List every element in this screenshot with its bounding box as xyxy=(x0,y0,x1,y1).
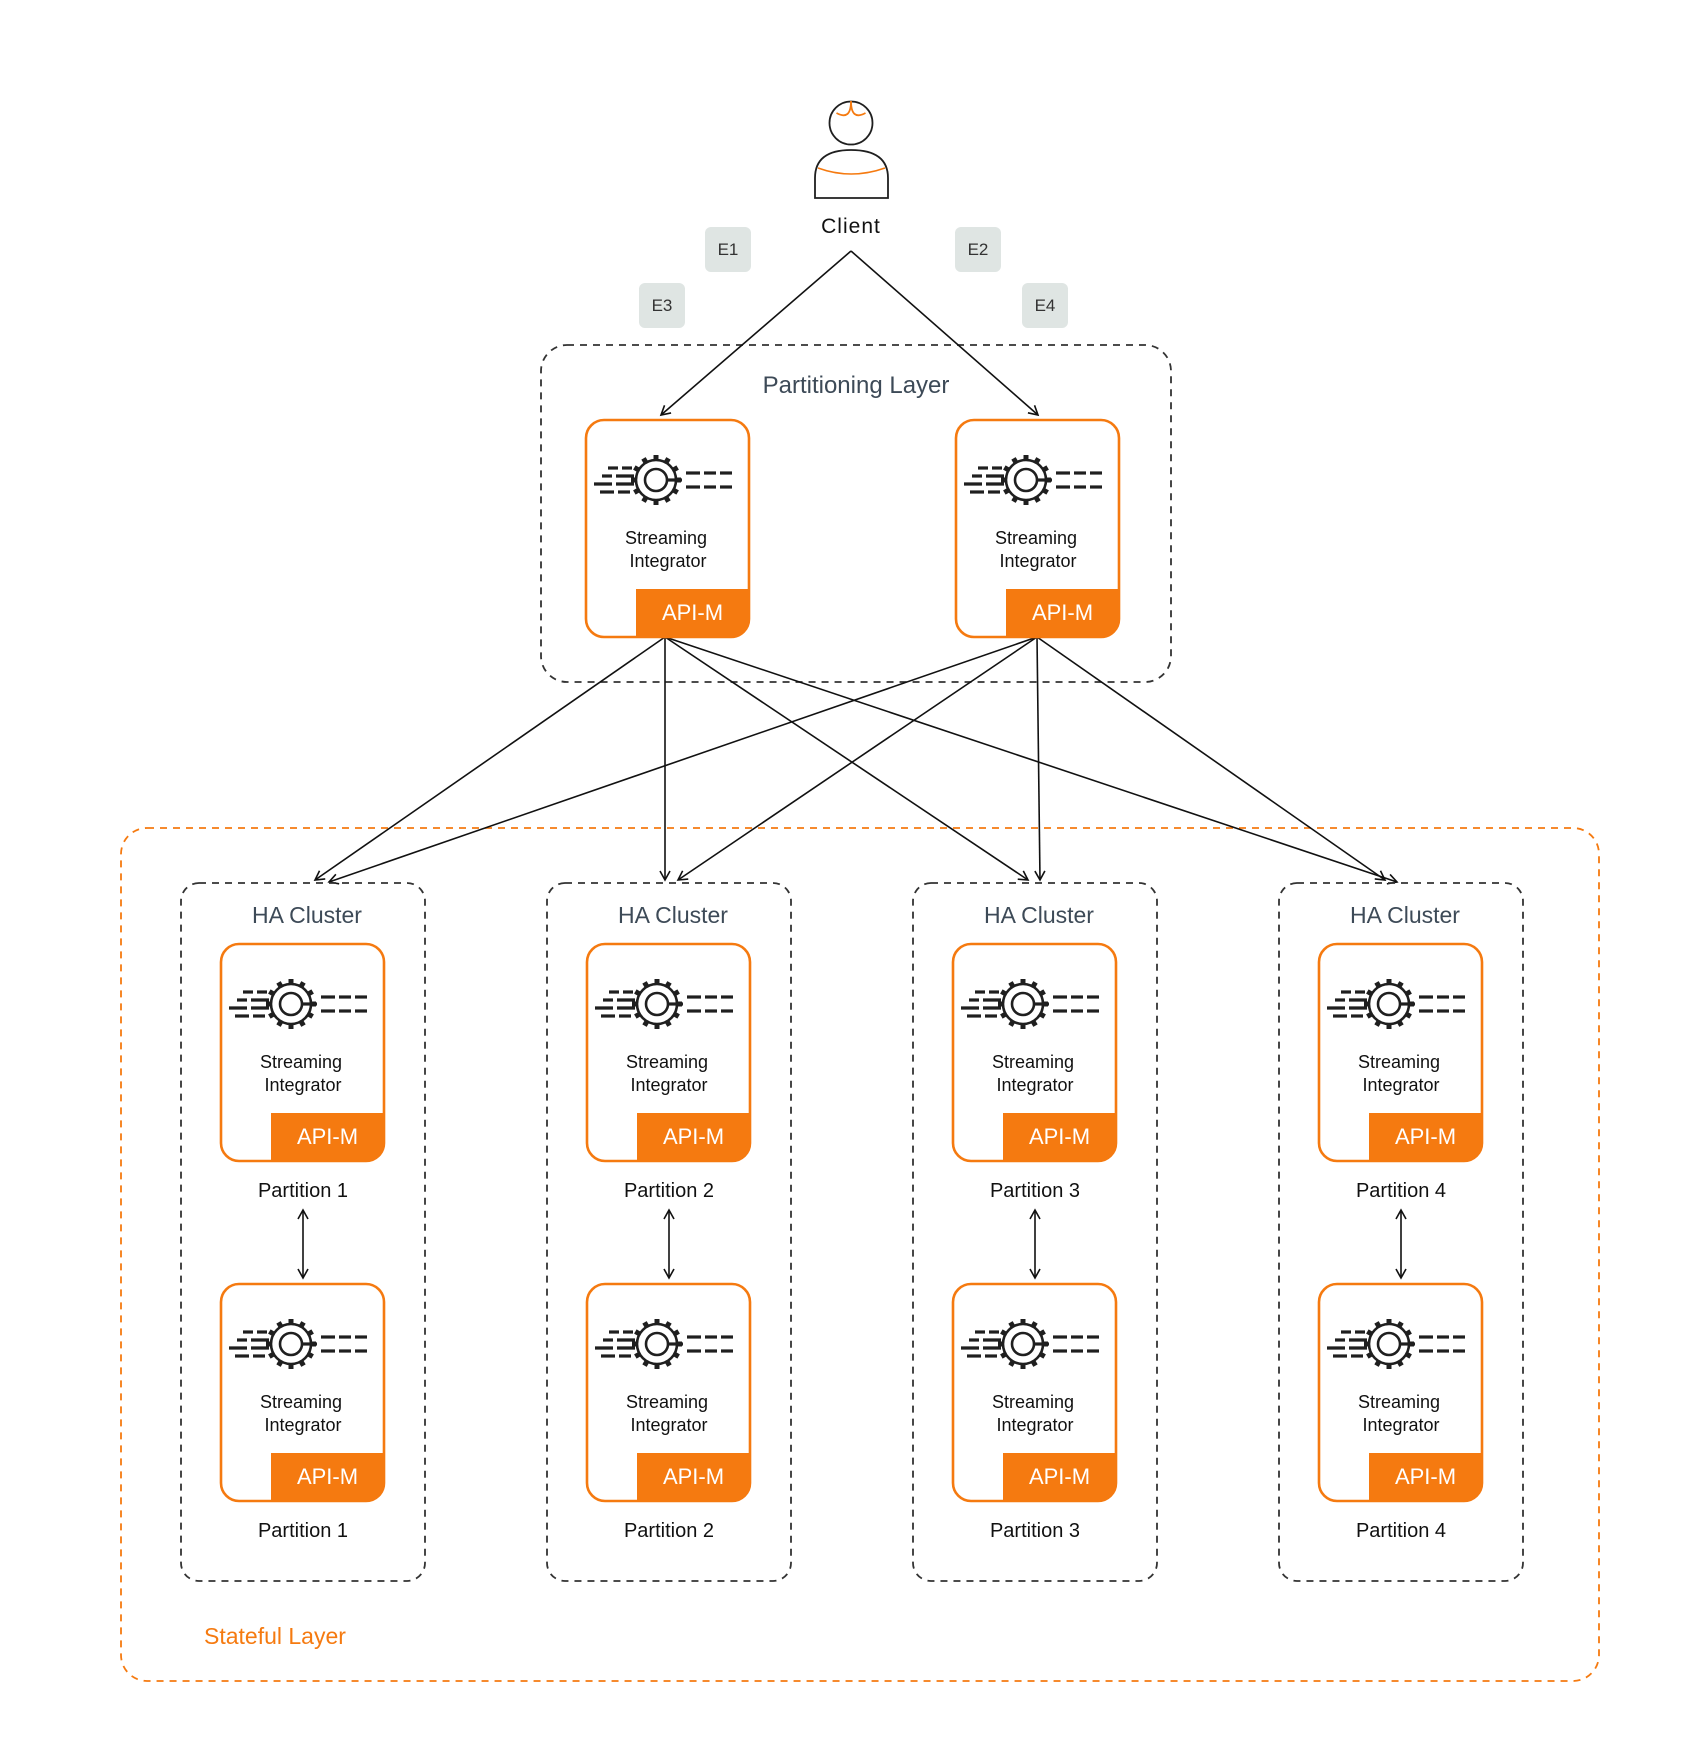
partitioning-layer-boundary xyxy=(540,344,1172,683)
api-m-badge: API-M xyxy=(663,1124,724,1149)
ha-cluster-title: HA Cluster xyxy=(252,902,362,928)
node-title-line1: Streaming xyxy=(260,1392,342,1412)
node-title-line1: Streaming xyxy=(992,1052,1074,1072)
api-m-badge: API-M xyxy=(1029,1124,1090,1149)
ha-cluster-title: HA Cluster xyxy=(618,902,728,928)
partition-label: Partition 1 xyxy=(258,1180,348,1202)
node-title-line1: Streaming xyxy=(625,528,707,548)
api-m-badge: API-M xyxy=(1029,1464,1090,1489)
node-title-line2: Integrator xyxy=(1362,1415,1439,1435)
router-2-to-cluster-3 xyxy=(1034,636,1046,882)
router-1-to-cluster-1 xyxy=(313,636,666,881)
api-m-badge: API-M xyxy=(662,600,723,625)
node-title-line2: Integrator xyxy=(630,1415,707,1435)
router-2-to-cluster-4 xyxy=(1036,636,1387,881)
router-1-to-cluster-3 xyxy=(664,636,1030,881)
api-m-badge: API-M xyxy=(297,1464,358,1489)
api-m-badge: API-M xyxy=(297,1124,358,1149)
node-title-line1: Streaming xyxy=(992,1392,1074,1412)
partition-label: Partition 3 xyxy=(990,1520,1080,1542)
node-title-line1: Streaming xyxy=(626,1392,708,1412)
api-m-badge: API-M xyxy=(1395,1124,1456,1149)
stateful-layer-boundary xyxy=(120,827,1600,1682)
api-m-badge: API-M xyxy=(663,1464,724,1489)
person-icon xyxy=(814,100,889,199)
ha-cluster-title: HA Cluster xyxy=(984,902,1094,928)
node-title-line1: Streaming xyxy=(626,1052,708,1072)
svg-text:E1: E1 xyxy=(718,240,739,259)
connection-lines xyxy=(313,250,1399,885)
partitioning-layer-title: Partitioning Layer xyxy=(763,372,950,399)
ha-cluster-title: HA Cluster xyxy=(1350,902,1460,928)
node-title-line2: Integrator xyxy=(996,1075,1073,1095)
partition-label: Partition 1 xyxy=(258,1520,348,1542)
svg-text:E3: E3 xyxy=(652,296,673,315)
router-2-to-cluster-2 xyxy=(676,636,1038,881)
node-title-line2: Integrator xyxy=(630,1075,707,1095)
partition-label: Partition 4 xyxy=(1356,1520,1446,1542)
partition-label: Partition 4 xyxy=(1356,1180,1446,1202)
svg-text:E2: E2 xyxy=(968,240,989,259)
node-title-line2: Integrator xyxy=(264,1415,341,1435)
router-2-to-cluster-1 xyxy=(327,636,1038,885)
node-title-line2: Integrator xyxy=(996,1415,1073,1435)
api-m-badge: API-M xyxy=(1032,600,1093,625)
partition-label: Partition 3 xyxy=(990,1180,1080,1202)
node-title-line2: Integrator xyxy=(264,1075,341,1095)
stateful-layer-title: Stateful Layer xyxy=(204,1623,346,1649)
client-label: Client xyxy=(821,215,881,238)
svg-text:E4: E4 xyxy=(1035,296,1056,315)
node-title-line2: Integrator xyxy=(999,551,1076,571)
node-title-line1: Streaming xyxy=(995,528,1077,548)
client-to-router-2 xyxy=(850,250,1040,417)
partition-label: Partition 2 xyxy=(624,1520,714,1542)
node-title-line1: Streaming xyxy=(1358,1052,1440,1072)
event-tag-e2: E2 xyxy=(955,227,1001,272)
node-title-line1: Streaming xyxy=(1358,1392,1440,1412)
node-title-line2: Integrator xyxy=(629,551,706,571)
node-title-line2: Integrator xyxy=(1362,1075,1439,1095)
event-tag-e4: E4 xyxy=(1022,283,1068,328)
api-m-badge: API-M xyxy=(1395,1464,1456,1489)
client-to-router-1 xyxy=(659,250,852,417)
router-1-to-cluster-4 xyxy=(664,636,1399,885)
event-tag-e3: E3 xyxy=(639,283,685,328)
node-title-line1: Streaming xyxy=(260,1052,342,1072)
event-tag-e1: E1 xyxy=(705,227,751,272)
partition-label: Partition 2 xyxy=(624,1180,714,1202)
